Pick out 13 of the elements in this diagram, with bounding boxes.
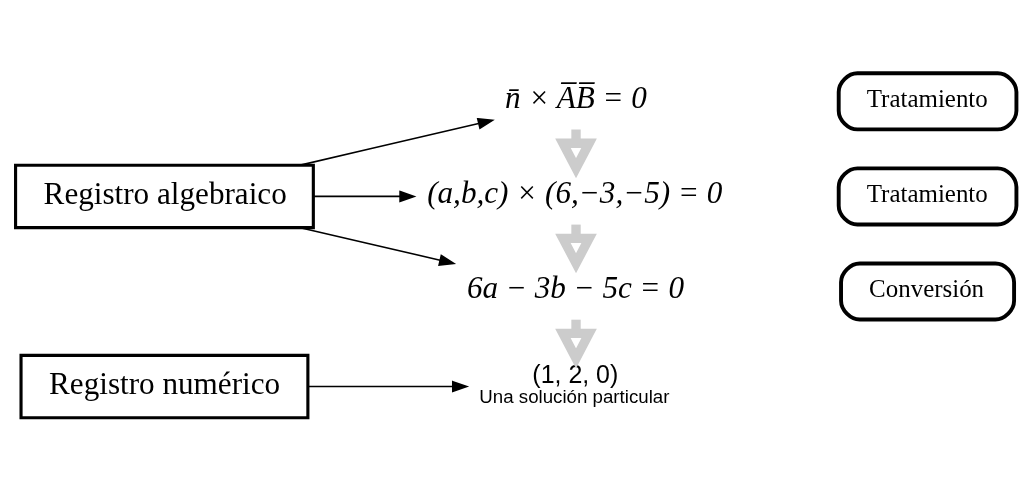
node-box: Tratamiento — [836, 165, 1019, 226]
arrow — [307, 380, 470, 393]
node-box: Registro algebraico — [14, 163, 315, 229]
node-box: Registro numérico — [19, 353, 310, 419]
node-text: (1, 2, 0) — [532, 359, 619, 388]
arrow — [312, 189, 417, 202]
node-box: Tratamiento — [836, 70, 1019, 131]
arrow — [299, 117, 495, 166]
arrow — [299, 226, 457, 266]
node-text: (a,b,c) × (6,−3,−5) = 0 — [427, 174, 723, 210]
node-box: Conversión — [839, 261, 1017, 321]
node-text: n̄ × A̅B̅ = 0 — [505, 79, 647, 115]
node-text: 6a − 3b − 5c = 0 — [466, 269, 684, 305]
